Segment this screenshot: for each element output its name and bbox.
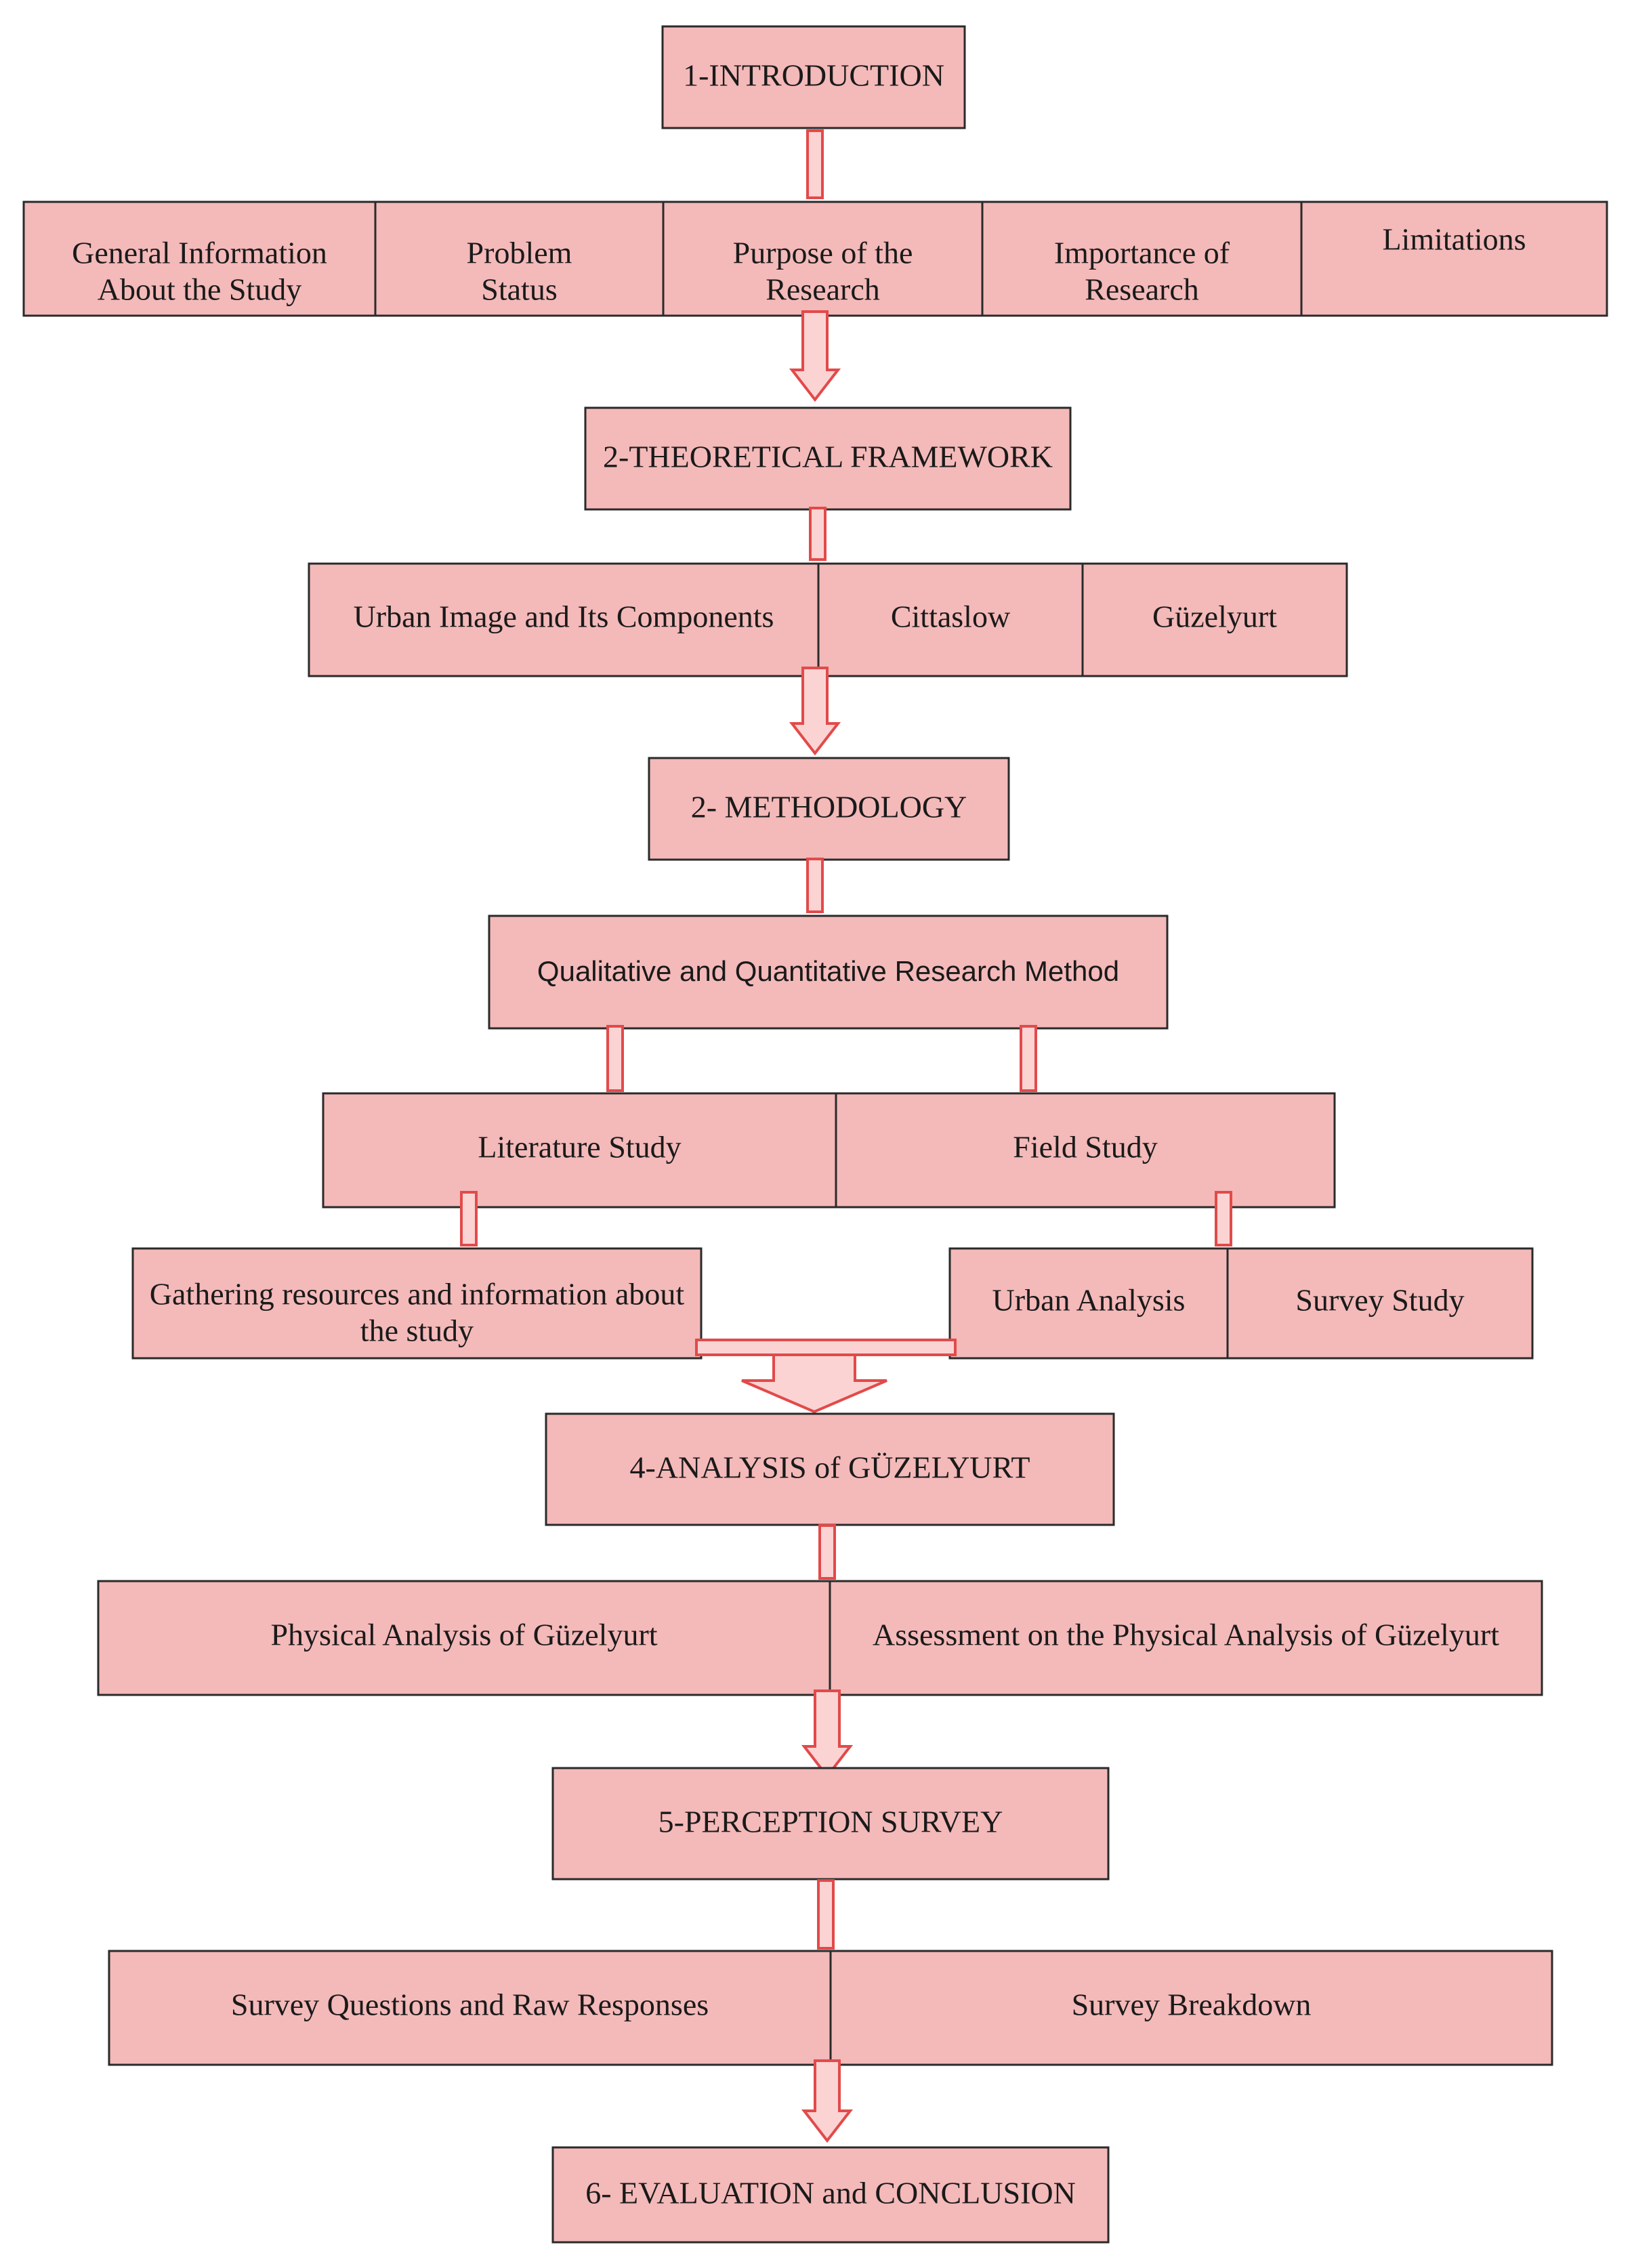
introduction-item-1-label: Status xyxy=(481,272,557,307)
connector-bar xyxy=(818,1524,836,1580)
analysis-box xyxy=(545,1412,1115,1526)
introduction-item-2 xyxy=(662,201,984,317)
connector-bar xyxy=(809,507,827,561)
introduction-item-0-label: About the Study xyxy=(98,272,302,307)
theoretical-item-1 xyxy=(817,562,1084,677)
study-box-0-label: Literature Study xyxy=(478,1130,681,1164)
analysis-item-1-label: Assessment on the Physical Analysis of G… xyxy=(873,1618,1499,1652)
down-arrow xyxy=(801,2059,854,2143)
introduction-item-4 xyxy=(1300,201,1608,317)
connector-bar xyxy=(460,1191,478,1246)
introduction-item-4-label: Limitations xyxy=(1382,222,1526,257)
introduction-item-3-label: Importance of xyxy=(1054,236,1230,270)
connector-bar xyxy=(1020,1025,1037,1092)
connector-bar xyxy=(817,1879,835,1950)
field-item-0-label: Urban Analysis xyxy=(992,1283,1186,1318)
down-arrow xyxy=(801,1689,854,1779)
introduction-item-0 xyxy=(22,201,377,317)
literature-item-0-label: Gathering resources and information abou… xyxy=(150,1277,685,1311)
survey-item-0 xyxy=(108,1950,832,2066)
theoretical-item-1-label: Cittaslow xyxy=(891,600,1011,634)
theoretical-item-2-label: Güzelyurt xyxy=(1152,600,1277,634)
introduction-item-0-label: General Information xyxy=(72,236,327,270)
perception-survey-box-label: 5-PERCEPTION SURVEY xyxy=(658,1805,1003,1839)
theoretical-framework-box-label: 2-THEORETICAL FRAMEWORK xyxy=(603,440,1053,474)
analysis-box-label: 4-ANALYSIS of GÜZELYURT xyxy=(629,1450,1030,1485)
study-box-1-label: Field Study xyxy=(1013,1130,1157,1164)
survey-item-0-label: Survey Questions and Raw Responses xyxy=(231,1988,709,2022)
methodology-box-label: 2- METHODOLOGY xyxy=(691,790,967,824)
survey-item-1 xyxy=(829,1950,1553,2066)
analysis-item-1 xyxy=(829,1580,1543,1696)
methodology-box xyxy=(648,757,1010,861)
perception-survey-box xyxy=(551,1767,1110,1881)
introduction-item-1 xyxy=(374,201,665,317)
analysis-item-0 xyxy=(97,1580,831,1696)
theoretical-framework-box xyxy=(584,406,1072,511)
introduction-item-3-label: Research xyxy=(1085,272,1199,307)
connector-bar xyxy=(1215,1191,1232,1246)
down-arrow xyxy=(789,310,841,402)
study-box-1 xyxy=(835,1092,1336,1209)
survey-item-1-label: Survey Breakdown xyxy=(1072,1988,1312,2022)
connector-bar xyxy=(606,1025,624,1092)
research-method-label: Qualitative and Quantitative Research Me… xyxy=(537,955,1119,987)
down-arrow xyxy=(741,1353,887,1414)
theoretical-item-0-label: Urban Image and Its Components xyxy=(354,600,774,634)
literature-item-0-label: the study xyxy=(360,1314,474,1348)
theoretical-item-0 xyxy=(308,562,820,677)
connector-bar xyxy=(806,129,824,199)
introduction-item-2-label: Research xyxy=(766,272,880,307)
research-method-box xyxy=(488,915,1169,1030)
introduction-item-2-label: Purpose of the xyxy=(733,236,913,270)
introduction-box-label: 1-INTRODUCTION xyxy=(683,58,944,93)
field-item-1-label: Survey Study xyxy=(1295,1283,1464,1318)
introduction-item-1-label: Problem xyxy=(467,236,572,270)
theoretical-item-2 xyxy=(1081,562,1348,677)
merge-connector-bar xyxy=(695,1339,957,1356)
introduction-box xyxy=(661,25,966,129)
conclusion-box xyxy=(551,2146,1110,2244)
introduction-item-3 xyxy=(981,201,1303,317)
analysis-item-0-label: Physical Analysis of Güzelyurt xyxy=(270,1618,657,1652)
field-item-1 xyxy=(1226,1247,1534,1360)
down-arrow xyxy=(789,667,841,756)
connector-bar xyxy=(806,858,824,913)
study-box-0 xyxy=(322,1092,837,1209)
literature-item-0 xyxy=(131,1247,703,1360)
conclusion-box-label: 6- EVALUATION and CONCLUSION xyxy=(585,2176,1076,2210)
